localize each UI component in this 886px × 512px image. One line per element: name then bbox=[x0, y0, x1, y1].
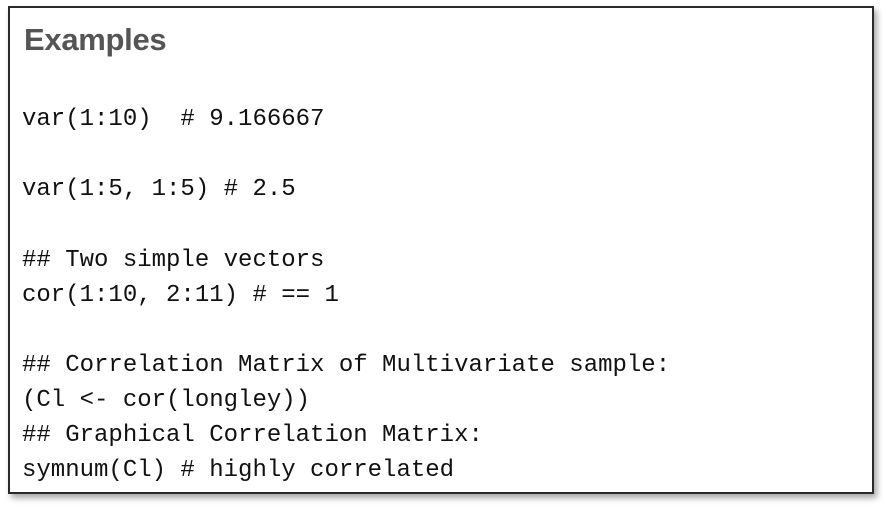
code-line-3: ## Two simple vectors bbox=[22, 247, 325, 274]
code-line-6: (Cl <- cor(longley)) bbox=[22, 387, 311, 414]
code-line-2: var(1:5, 1:5) # 2.5 bbox=[22, 176, 296, 203]
section-title: Examples bbox=[24, 22, 167, 57]
code-line-7: ## Graphical Correlation Matrix: bbox=[22, 422, 483, 449]
code-line-8: symnum(Cl) # highly correlated bbox=[22, 457, 455, 484]
code-line-1: var(1:10) # 9.166667 bbox=[22, 106, 325, 133]
examples-panel: Examples var(1:10) # 9.166667 var(1:5, 1… bbox=[8, 6, 874, 494]
code-line-5: ## Correlation Matrix of Multivariate sa… bbox=[22, 352, 671, 379]
code-line-4: cor(1:10, 2:11) # == 1 bbox=[22, 282, 339, 309]
